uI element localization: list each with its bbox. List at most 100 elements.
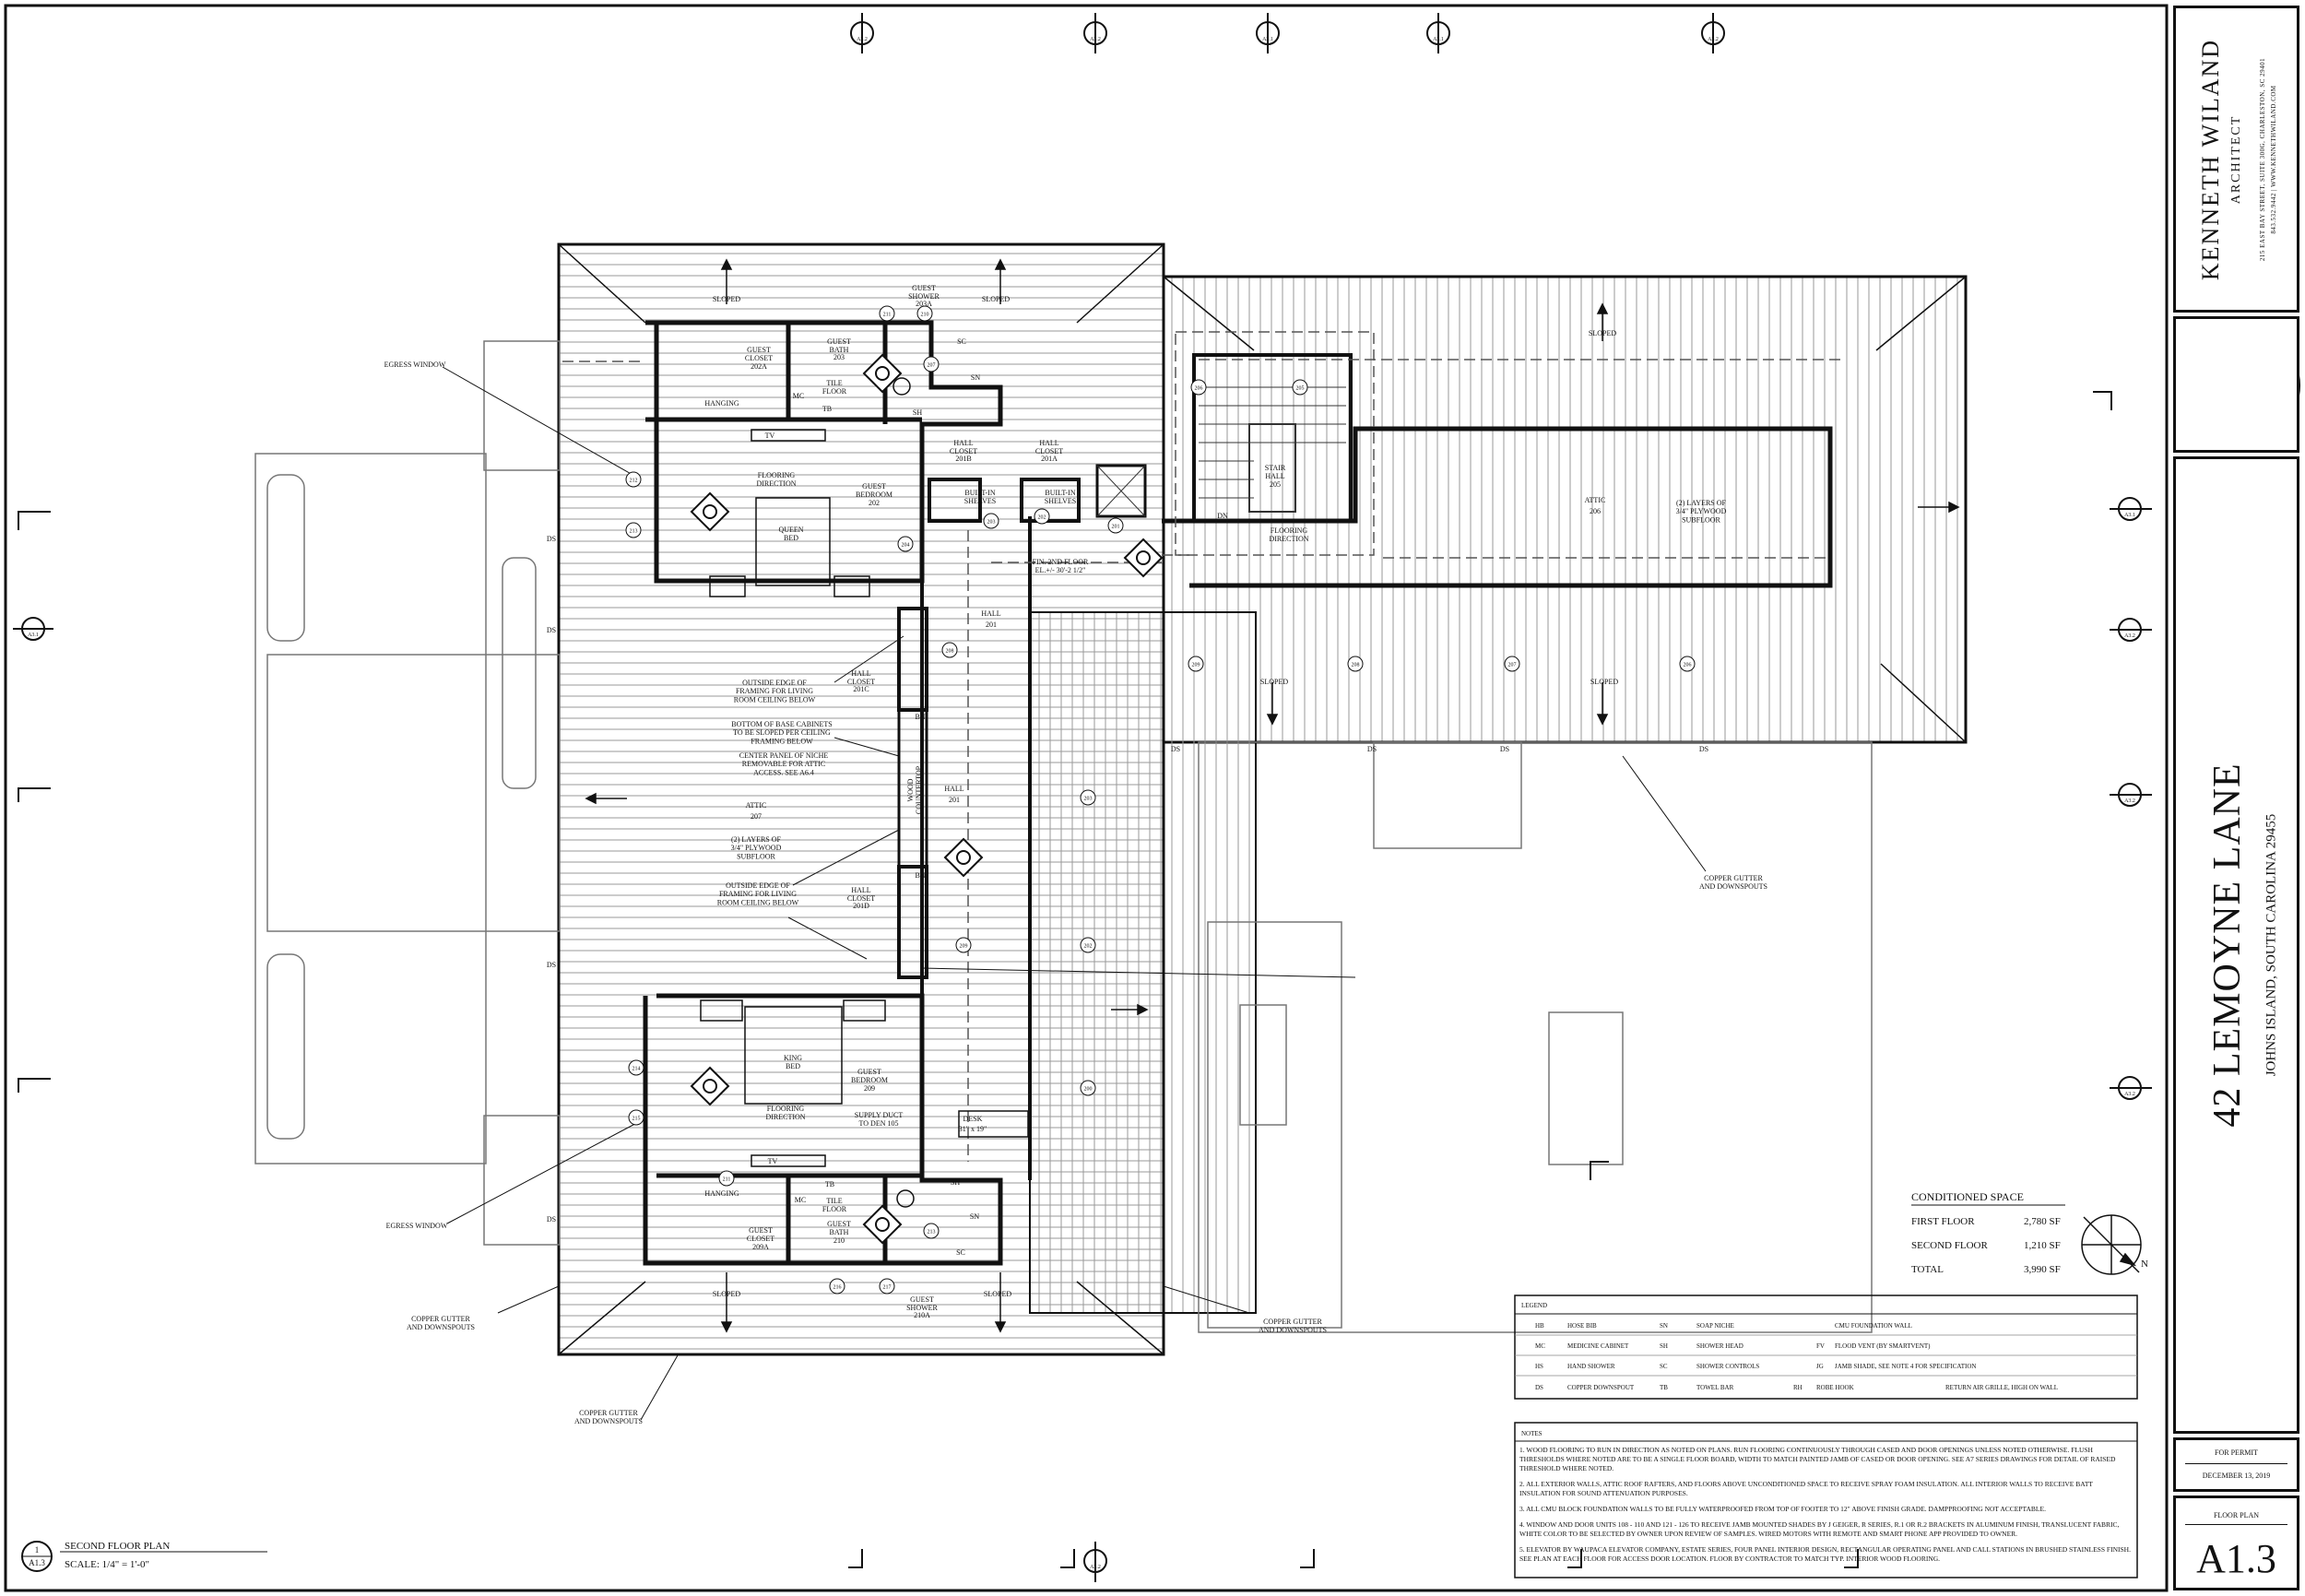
elevation-markers <box>690 353 1164 1245</box>
queen-bed <box>755 497 831 586</box>
svg-text:HAND SHOWER: HAND SHOWER <box>1567 1363 1615 1370</box>
svg-text:JG: JG <box>1816 1363 1824 1370</box>
sheet-label: FLOOR PLAN <box>2213 1511 2260 1519</box>
label-bench: BN <box>915 871 925 880</box>
room-tag: 210A <box>914 1311 930 1319</box>
door-tag: 206 <box>1679 656 1696 672</box>
svg-text:SH: SH <box>1660 1342 1668 1350</box>
grid-bubble: A3.2 <box>2124 1092 2135 1097</box>
door-tag-number: 201 <box>1112 525 1120 530</box>
door-tag-number: 216 <box>833 1285 842 1291</box>
issue-date: DECEMBER 13, 2019 <box>2202 1472 2271 1480</box>
project-name: 42 LEMOYNE LANE <box>2205 763 2249 1128</box>
legend-heading: LEGEND <box>1521 1302 1547 1309</box>
cs-label: TOTAL <box>1911 1264 1944 1275</box>
svg-text:HB: HB <box>1535 1322 1544 1330</box>
title-block-status: FOR PERMIT DECEMBER 13, 2019 <box>2173 1437 2299 1492</box>
svg-text:SN: SN <box>1660 1322 1668 1330</box>
door-tag-number: 210 <box>921 313 929 318</box>
door-tag-number: 213 <box>630 529 638 535</box>
furniture <box>700 377 1029 1208</box>
door-tag-number: 203 <box>1084 797 1093 802</box>
svg-text:SHOWER CONTROLS: SHOWER CONTROLS <box>1696 1363 1759 1370</box>
label-ds: DS <box>1171 745 1180 753</box>
label-sloped: SLOPED <box>984 1290 1011 1298</box>
status-text: FOR PERMIT <box>2215 1448 2258 1457</box>
cs-value: 1,210 SF <box>2024 1240 2061 1251</box>
room-tag: 31" x 19" <box>959 1125 987 1133</box>
label-mc: MC <box>793 392 804 400</box>
label-tv: TV <box>768 1157 778 1165</box>
door-tag: 209 <box>1188 656 1204 672</box>
architect-title: ARCHITECT <box>2228 114 2243 204</box>
door-tag: 203 <box>1080 789 1096 806</box>
slope-arrows <box>585 258 1960 1333</box>
door-tag-number: 202 <box>1038 515 1046 521</box>
seal-text: STATE OF SOUTH CAROLINA • REGISTERED ARC… <box>2191 432 2282 446</box>
title-block-seal: STATE OF SOUTH CAROLINA • REGISTERED ARC… <box>2173 316 2299 453</box>
door-tag: 210 <box>916 305 933 322</box>
door-tag-number: 203 <box>987 520 996 526</box>
grid-bubble-labels: A3.2 A3.2 A3.1 A3.1 A3.2 A3.1 A3.2 A3.2 … <box>28 37 2135 1570</box>
room-tag: 209 <box>864 1084 875 1093</box>
svg-text:HS: HS <box>1535 1363 1543 1370</box>
door-tag: 203 <box>983 513 999 529</box>
cs-label: FIRST FLOOR <box>1911 1216 1975 1227</box>
room-tag: 201D <box>853 902 869 910</box>
grid-bubble: A3.2 <box>2124 798 2135 804</box>
door-tag-number: 200 <box>1084 1087 1093 1093</box>
note-item: 2. ALL EXTERIOR WALLS, ATTIC ROOF RAFTER… <box>1519 1480 2093 1497</box>
first-floor-outline <box>254 340 1873 1333</box>
label-mc: MC <box>795 1196 806 1204</box>
label-ds: DS <box>547 1215 556 1224</box>
label-ds: DS <box>1500 745 1509 753</box>
room-tag: 202 <box>869 499 880 507</box>
door-tag-number: 211 <box>883 313 892 318</box>
room-tag: 207 <box>751 812 762 821</box>
svg-text:MEDICINE CABINET: MEDICINE CABINET <box>1567 1342 1629 1350</box>
architect-name: KENNETH WILAND <box>2196 38 2224 280</box>
cs-value: 2,780 SF <box>2024 1216 2061 1227</box>
svg-text:RH: RH <box>1793 1384 1803 1391</box>
label-tv: TV <box>765 432 775 440</box>
svg-text:COPPER DOWNSPOUT: COPPER DOWNSPOUT <box>1567 1384 1635 1391</box>
door-tag: 211 <box>718 1170 735 1187</box>
door-tag-number: 204 <box>902 543 910 549</box>
door-tag-number: 206 <box>1195 386 1203 392</box>
label-tb: TB <box>825 1180 834 1188</box>
plan-scale-text: SCALE: 1/4" = 1'-0" <box>65 1559 149 1570</box>
label-dn: DN <box>1217 512 1228 520</box>
door-tag: 201 <box>1107 517 1124 534</box>
door-tag-number: 213 <box>928 1230 936 1235</box>
notes: NOTES 1. WOOD FLOORING TO RUN IN DIRECTI… <box>1514 1422 2138 1578</box>
grid-bubble: A3.1 <box>2124 513 2135 518</box>
door-tag: 202 <box>1080 937 1096 953</box>
title-block-architect: KENNETH WILAND ARCHITECT 215 EAST BAY ST… <box>2173 6 2299 313</box>
label-ds: DS <box>547 626 556 634</box>
door-tag-number: 207 <box>928 363 936 369</box>
svg-text:HOSE BIB: HOSE BIB <box>1567 1322 1597 1330</box>
door-tag-number: 208 <box>946 649 954 655</box>
label-sloped: SLOPED <box>1589 329 1616 337</box>
label-ds: DS <box>547 535 556 543</box>
door-tag: 200 <box>1080 1080 1096 1096</box>
svg-text:SC: SC <box>1660 1363 1668 1370</box>
door-tag: 207 <box>1504 656 1520 672</box>
door-tag-number: 211 <box>723 1177 731 1183</box>
door-tag: 208 <box>941 642 958 658</box>
room-tag: 203 <box>833 353 845 361</box>
room-tag: 206 <box>1590 507 1601 515</box>
